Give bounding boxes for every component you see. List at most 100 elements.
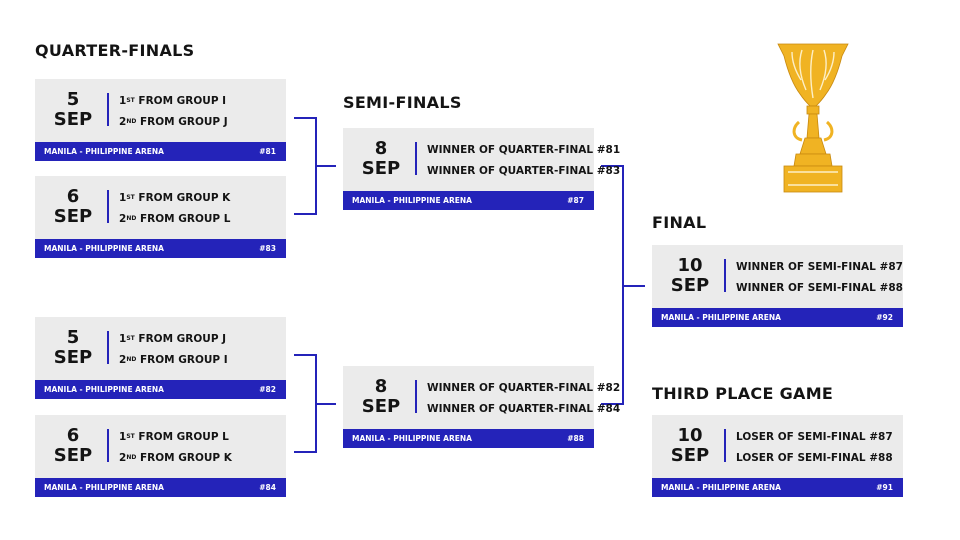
date-divider bbox=[724, 259, 726, 292]
match-venue: MANILA - PHILIPPINE ARENA bbox=[661, 313, 781, 322]
match-day: 8 bbox=[374, 376, 388, 397]
match-venue: MANILA - PHILIPPINE ARENA bbox=[44, 385, 164, 394]
match-day: 8 bbox=[374, 138, 388, 159]
team-line-1: 1ST FROM GROUP I bbox=[119, 95, 227, 107]
quarterfinals-title: QUARTER-FINALS bbox=[35, 41, 195, 60]
match-number: #88 bbox=[567, 434, 584, 443]
match-month: SEP bbox=[670, 275, 710, 296]
match-card-body: 8 SEP WINNER OF QUARTER-FINAL #82 WINNER… bbox=[343, 366, 620, 429]
match-card-body: 10 SEP WINNER OF SEMI-FINAL #87 WINNER O… bbox=[652, 245, 903, 308]
match-info-bar: MANILA - PHILIPPINE ARENA #92 bbox=[652, 308, 903, 327]
third-place-title: THIRD PLACE GAME bbox=[652, 384, 834, 403]
date-divider bbox=[107, 429, 109, 462]
match-number: #83 bbox=[259, 244, 276, 253]
match-teams: 1ST FROM GROUP J 2ND FROM GROUP I bbox=[119, 329, 228, 371]
match-card-91[interactable]: 10 SEP LOSER OF SEMI-FINAL #87 LOSER OF … bbox=[652, 415, 903, 497]
match-month: SEP bbox=[53, 109, 93, 130]
semifinals-title: SEMI-FINALS bbox=[343, 93, 462, 112]
team-line-1: LOSER OF SEMI-FINAL #87 bbox=[736, 431, 893, 443]
match-card-82[interactable]: 5 SEP 1ST FROM GROUP J 2ND FROM GROUP I … bbox=[35, 317, 286, 399]
match-card-81[interactable]: 5 SEP 1ST FROM GROUP I 2ND FROM GROUP J … bbox=[35, 79, 286, 161]
match-teams: WINNER OF SEMI-FINAL #87 WINNER OF SEMI-… bbox=[736, 257, 903, 299]
match-number: #82 bbox=[259, 385, 276, 394]
match-day: 5 bbox=[66, 327, 80, 348]
match-date: 5 SEP bbox=[41, 328, 105, 368]
match-teams: 1ST FROM GROUP K 2ND FROM GROUP L bbox=[119, 188, 230, 230]
date-divider bbox=[107, 93, 109, 126]
match-card-body: 5 SEP 1ST FROM GROUP J 2ND FROM GROUP I bbox=[35, 317, 286, 380]
match-info-bar: MANILA - PHILIPPINE ARENA #82 bbox=[35, 380, 286, 399]
match-date: 6 SEP bbox=[41, 426, 105, 466]
date-divider bbox=[107, 331, 109, 364]
match-info-bar: MANILA - PHILIPPINE ARENA #81 bbox=[35, 142, 286, 161]
team-line-1: 1ST FROM GROUP L bbox=[119, 431, 229, 443]
match-day: 5 bbox=[66, 89, 80, 110]
match-info-bar: MANILA - PHILIPPINE ARENA #87 bbox=[343, 191, 594, 210]
match-number: #87 bbox=[567, 196, 584, 205]
match-number: #91 bbox=[876, 483, 893, 492]
connector-sf-final bbox=[601, 165, 645, 405]
match-venue: MANILA - PHILIPPINE ARENA bbox=[661, 483, 781, 492]
final-title: FINAL bbox=[652, 213, 707, 232]
match-day: 10 bbox=[677, 255, 703, 276]
match-date: 10 SEP bbox=[658, 256, 722, 296]
match-venue: MANILA - PHILIPPINE ARENA bbox=[44, 244, 164, 253]
team-line-2: 2ND FROM GROUP L bbox=[119, 213, 231, 225]
match-month: SEP bbox=[361, 396, 401, 417]
match-day: 6 bbox=[66, 425, 80, 446]
match-card-body: 6 SEP 1ST FROM GROUP K 2ND FROM GROUP L bbox=[35, 176, 286, 239]
team-line-1: WINNER OF QUARTER-FINAL #81 bbox=[427, 144, 621, 156]
connector-qf-81-83 bbox=[294, 117, 336, 215]
match-month: SEP bbox=[53, 206, 93, 227]
match-venue: MANILA - PHILIPPINE ARENA bbox=[44, 147, 164, 156]
match-date: 10 SEP bbox=[658, 426, 722, 466]
date-divider bbox=[724, 429, 726, 462]
match-number: #92 bbox=[876, 313, 893, 322]
match-venue: MANILA - PHILIPPINE ARENA bbox=[44, 483, 164, 492]
match-venue: MANILA - PHILIPPINE ARENA bbox=[352, 434, 472, 443]
team-line-2: 2ND FROM GROUP I bbox=[119, 354, 228, 366]
match-date: 5 SEP bbox=[41, 90, 105, 130]
match-teams: 1ST FROM GROUP L 2ND FROM GROUP K bbox=[119, 427, 232, 469]
team-line-2: 2ND FROM GROUP J bbox=[119, 116, 228, 128]
match-venue: MANILA - PHILIPPINE ARENA bbox=[352, 196, 472, 205]
match-number: #84 bbox=[259, 483, 276, 492]
match-card-87[interactable]: 8 SEP WINNER OF QUARTER-FINAL #81 WINNER… bbox=[343, 128, 620, 210]
match-card-88[interactable]: 8 SEP WINNER OF QUARTER-FINAL #82 WINNER… bbox=[343, 366, 620, 448]
team-line-1: 1ST FROM GROUP K bbox=[119, 192, 231, 204]
match-card-92[interactable]: 10 SEP WINNER OF SEMI-FINAL #87 WINNER O… bbox=[652, 245, 903, 327]
trophy-icon bbox=[777, 43, 849, 193]
match-card-body: 6 SEP 1ST FROM GROUP L 2ND FROM GROUP K bbox=[35, 415, 286, 478]
match-date: 8 SEP bbox=[349, 377, 413, 417]
match-info-bar: MANILA - PHILIPPINE ARENA #84 bbox=[35, 478, 286, 497]
match-month: SEP bbox=[361, 158, 401, 179]
match-day: 6 bbox=[66, 186, 80, 207]
team-line-2: WINNER OF QUARTER-FINAL #84 bbox=[427, 403, 621, 415]
match-month: SEP bbox=[53, 347, 93, 368]
connector-qf-82-84 bbox=[294, 354, 336, 453]
match-teams: WINNER OF QUARTER-FINAL #81 WINNER OF QU… bbox=[427, 140, 620, 182]
team-line-1: WINNER OF SEMI-FINAL #87 bbox=[736, 261, 903, 273]
match-day: 10 bbox=[677, 425, 703, 446]
team-line-2: LOSER OF SEMI-FINAL #88 bbox=[736, 452, 893, 464]
date-divider bbox=[415, 142, 417, 175]
match-info-bar: MANILA - PHILIPPINE ARENA #91 bbox=[652, 478, 903, 497]
match-info-bar: MANILA - PHILIPPINE ARENA #88 bbox=[343, 429, 594, 448]
match-card-body: 10 SEP LOSER OF SEMI-FINAL #87 LOSER OF … bbox=[652, 415, 903, 478]
team-line-1: WINNER OF QUARTER-FINAL #82 bbox=[427, 382, 621, 394]
team-line-2: WINNER OF SEMI-FINAL #88 bbox=[736, 282, 903, 294]
date-divider bbox=[107, 190, 109, 223]
match-month: SEP bbox=[53, 445, 93, 466]
match-card-83[interactable]: 6 SEP 1ST FROM GROUP K 2ND FROM GROUP L … bbox=[35, 176, 286, 258]
team-line-2: WINNER OF QUARTER-FINAL #83 bbox=[427, 165, 621, 177]
date-divider bbox=[415, 380, 417, 413]
team-line-2: 2ND FROM GROUP K bbox=[119, 452, 232, 464]
match-date: 8 SEP bbox=[349, 139, 413, 179]
match-date: 6 SEP bbox=[41, 187, 105, 227]
match-card-84[interactable]: 6 SEP 1ST FROM GROUP L 2ND FROM GROUP K … bbox=[35, 415, 286, 497]
match-number: #81 bbox=[259, 147, 276, 156]
match-card-body: 5 SEP 1ST FROM GROUP I 2ND FROM GROUP J bbox=[35, 79, 286, 142]
match-teams: 1ST FROM GROUP I 2ND FROM GROUP J bbox=[119, 91, 228, 133]
match-teams: LOSER OF SEMI-FINAL #87 LOSER OF SEMI-FI… bbox=[736, 427, 893, 469]
